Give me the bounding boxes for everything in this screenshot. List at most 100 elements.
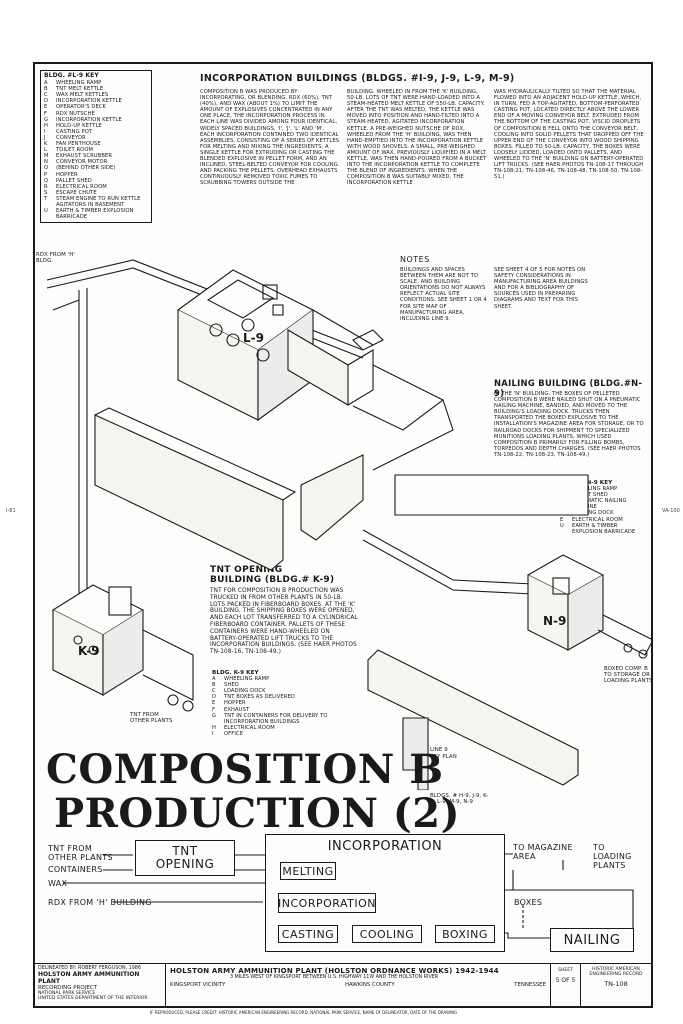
key-letter: B [212, 682, 216, 689]
key-letter: J [44, 134, 46, 141]
building-l9 [176, 269, 384, 422]
key-letter: P [44, 171, 48, 178]
key-text: WHEELING RAMP [224, 676, 270, 683]
tnt-opening-body: TNT FOR COMPOSITION B PRODUCTION WAS TRU… [210, 588, 358, 656]
flow-incorporation: INCORPORATION [278, 896, 376, 910]
key-text: ELECTRICAL ROOM [224, 724, 275, 731]
nailing-body: IN THE 'N' BUILDING, THE BOXES OF PELLET… [494, 391, 644, 458]
flow-wax: WAX [48, 879, 68, 888]
flow-box-tnt-opening: TNT OPENING [135, 840, 235, 876]
main-title-line1: COMPOSITION B [46, 746, 444, 793]
flow-melting: MELTING [282, 864, 334, 878]
flow-nailing: NAILING [563, 932, 621, 948]
flow-other-plants: OTHER PLANTS [48, 853, 113, 862]
tb-haer-2: ENGINEERING RECORD [589, 972, 643, 977]
key-text: PALLET SHED [572, 492, 608, 499]
key-letter: G [44, 116, 49, 123]
flow-containers: CONTAINERS [48, 865, 103, 874]
flow-cooling: COOLING [359, 927, 415, 941]
key-text: WAX MELT KETTLES [56, 92, 109, 99]
key-letter: C [212, 688, 216, 695]
key-text: RDX NUTSCHE [56, 110, 95, 117]
key-letter: I [212, 730, 214, 737]
tb-name: HOLSTON ARMY AMMUNITION PLANT (HOLSTON O… [170, 967, 499, 975]
barricade-u2 [300, 454, 364, 541]
flow-tnt-opening-2: OPENING [155, 857, 215, 871]
key-letter: M [44, 153, 49, 160]
flow-box-cooling: COOLING [352, 925, 422, 943]
key-text: CASTING POT [56, 128, 93, 135]
key-item: C WAX MELT KETTLES [44, 92, 148, 98]
key-text: TNT IN CONTAINERS FOR DELIVERY TO INCORP… [224, 712, 328, 725]
key-letter: D [212, 694, 217, 701]
tb-program-2: RECORDING PROJECT [38, 985, 98, 991]
key-letter: S [44, 189, 48, 196]
key-text: TNT MELT KETTLE [56, 86, 104, 93]
flow-rdx: RDX FROM 'H' BUILDING [48, 898, 152, 907]
building-k9 [51, 584, 194, 712]
nailing-title: NAILING BUILDING (BLDG.#N-9) [494, 378, 643, 398]
tb-vicinity: KINGSPORT VICINITY [170, 982, 226, 988]
title-block-haer: HISTORIC AMERICAN ENGINEERING RECORD TN-… [580, 963, 651, 1008]
key-text: ELECTRICAL ROOM [572, 516, 623, 523]
key-plan-bldgs: BLDGS. # H-9, J-9, K-9, L-9, M-9, N-9 [430, 793, 489, 806]
key-letter: B [44, 86, 48, 93]
barricade-u1 [94, 414, 284, 571]
tb-county: HAWKINS COUNTY [344, 982, 395, 988]
ramp-vertical [78, 288, 88, 610]
key-letter: G [212, 712, 217, 719]
incorporation-col1: COMPOSITION B WAS PRODUCED BY INCORPORAT… [200, 89, 340, 187]
label-rdx-from: RDX FROM 'H' BLDG. [36, 252, 75, 265]
key-text: FAN PENTHOUSE [56, 141, 101, 148]
flow-casting: CASTING [281, 927, 335, 941]
label-l9: L-9 [243, 331, 264, 345]
key-letter: A [44, 80, 48, 87]
tb-state: TENNESSEE [514, 982, 546, 988]
flow-to-magazine: TO MAGAZINE AREA [513, 843, 573, 861]
key-letter: F [212, 706, 216, 713]
key-letter: C [44, 92, 48, 99]
flow-box-nailing: NAILING [550, 928, 634, 952]
incorporation-col2: BUILDING. WHEELED IN FROM THE 'K' BUILDI… [347, 89, 487, 187]
key-letter: T [44, 195, 48, 202]
flow-box-casting: CASTING [278, 925, 338, 943]
key-letter: E [560, 516, 564, 523]
key-text: INCORPORATION KETTLE [56, 98, 122, 105]
key-letter: N [44, 159, 48, 166]
key-l9-title: BLDG. #L-9 KEY [44, 72, 99, 79]
key-text: STEAM ENGINE TO RUN KETTLE AGITATORS IN … [56, 195, 141, 208]
key-item: E ELECTRICAL ROOM [560, 517, 648, 523]
key-text: HOLD-UP KETTLE [56, 122, 102, 129]
key-letter: O [44, 165, 49, 172]
tb-program-1: HOLSTON ARMY AMMUNITION PLANT [38, 971, 140, 985]
title-block-sheet: SHEET 5 of 5 [550, 963, 580, 1008]
key-letter: Q [44, 177, 49, 184]
ramp-n9 [362, 529, 554, 596]
tb-program-3: NATIONAL PARK SERVICE [38, 991, 96, 996]
key-item: O(BEHIND OTHER SIDE) [44, 165, 148, 171]
building-n9 [526, 554, 653, 659]
flow-to-loading: TO LOADING PLANTS [593, 843, 632, 870]
tb-program-4: UNITED STATES DEPARTMENT OF THE INTERIOR [38, 996, 148, 1001]
main-title-line2: PRODUCTION (2) [54, 790, 461, 837]
